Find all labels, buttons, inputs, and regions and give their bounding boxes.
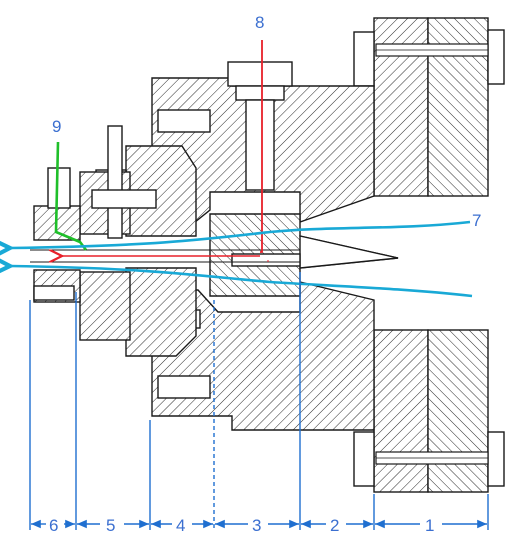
front-plate xyxy=(79,125,157,341)
section-number-2: 2 xyxy=(330,516,339,535)
callout-8-label: 8 xyxy=(255,13,264,32)
die-body xyxy=(151,61,375,431)
section-number-1: 1 xyxy=(425,516,434,535)
section-number-5: 5 xyxy=(106,516,115,535)
clamp-flange-top xyxy=(353,17,505,197)
red-channel xyxy=(62,40,269,262)
section-number-6: 6 xyxy=(49,516,58,535)
section-number-4: 4 xyxy=(176,516,185,535)
central-bore xyxy=(30,249,300,263)
section-dimension-lines xyxy=(29,272,489,530)
section-number-3: 3 xyxy=(252,516,261,535)
callout-9-label: 9 xyxy=(52,117,61,136)
callout-7-label: 7 xyxy=(472,211,481,230)
clamp-flange-bottom xyxy=(353,329,505,493)
cyan-flow-lines xyxy=(10,220,473,298)
